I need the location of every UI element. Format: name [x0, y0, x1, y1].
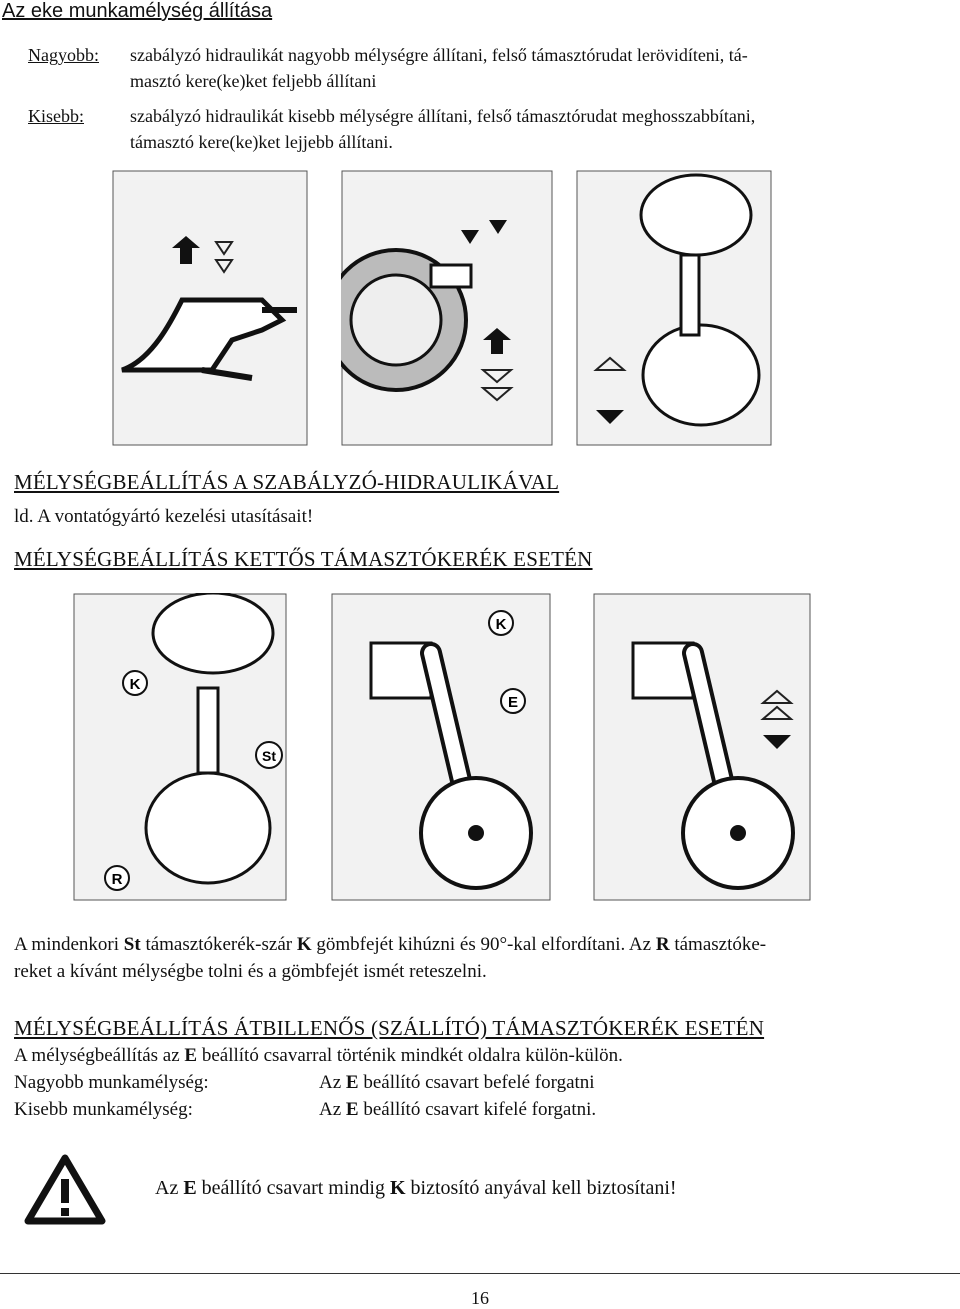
gauge-wheel-illustration: [576, 170, 772, 446]
pivot-wheel-adjust-illustration: K E: [331, 593, 551, 901]
label-k-2: K: [496, 616, 507, 633]
label-r: R: [112, 871, 123, 888]
kisebb-text: szabályzó hidraulikát kisebb mélységre á…: [130, 106, 756, 152]
label-k: K: [130, 676, 141, 693]
section1-note: ld. A vontatógyártó kezelési utasításait…: [14, 506, 314, 527]
section1-heading: MÉLYSÉGBEÁLLÍTÁS A SZABÁLYZÓ-HIDRAULIKÁV…: [14, 470, 560, 494]
section2-paragraph: A mindenkori St támasztókerék-szár K göm…: [14, 934, 767, 982]
section3-line1: A mélységbeállítás az E beállító csavarr…: [14, 1045, 623, 1066]
footer-divider: [0, 1273, 960, 1274]
double-gauge-wheel-illustration: K St R: [73, 593, 287, 901]
section3-kisebb-label: Kisebb munkamélység:: [14, 1099, 193, 1120]
section2-heading: MÉLYSÉGBEÁLLÍTÁS KETTŐS TÁMASZTÓKERÉK ES…: [14, 547, 593, 571]
pivot-wheel-direction-illustration: [593, 593, 811, 901]
kisebb-label: Kisebb:: [28, 106, 84, 126]
nagyobb-label: Nagyobb:: [28, 45, 99, 65]
section3-kisebb-text: Az E beállító csavart kifelé forgatni.: [319, 1099, 597, 1120]
nagyobb-text: szabályzó hidraulikát nagyobb mélységre …: [130, 45, 748, 91]
section3-nagyobb-label: Nagyobb munkamélység:: [14, 1072, 209, 1093]
page-number: 16: [471, 1288, 489, 1308]
label-e: E: [508, 694, 518, 711]
section3-nagyobb-text: Az E beállító csavart befelé forgatni: [319, 1072, 595, 1093]
warning-text: Az E beállító csavart mindig K biztosító…: [155, 1177, 677, 1199]
warning-icon: [24, 1153, 106, 1225]
page-title: Az eke munkamélység állítása: [2, 0, 273, 22]
tractor-top-link-illustration: [341, 170, 553, 446]
section3-heading: MÉLYSÉGBEÁLLÍTÁS ÁTBILLENŐS (SZÁLLÍTÓ) T…: [14, 1016, 765, 1040]
label-st: St: [262, 748, 276, 764]
plough-depth-illustration: [112, 170, 308, 446]
